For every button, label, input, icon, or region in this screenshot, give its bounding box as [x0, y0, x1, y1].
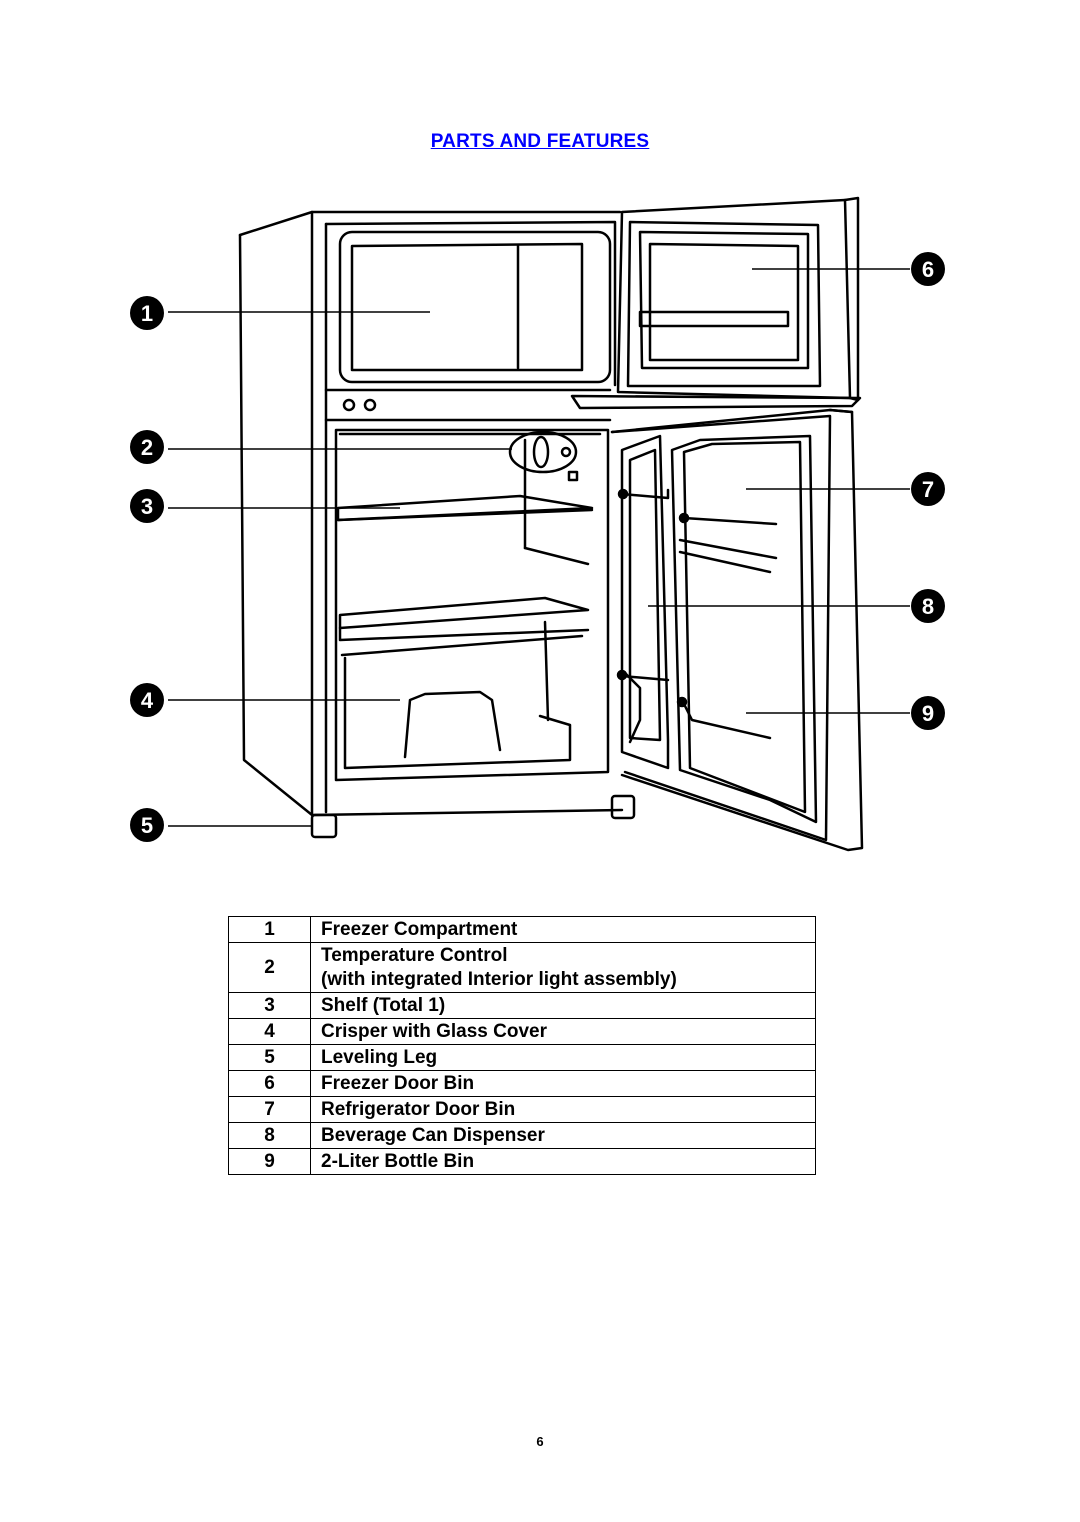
part-description: Freezer Compartment	[310, 916, 816, 943]
part-description: Temperature Control (with integrated Inte…	[310, 942, 816, 993]
part-description: 2-Liter Bottle Bin	[310, 1148, 816, 1175]
table-row: 3 Shelf (Total 1)	[228, 992, 816, 1019]
callout-number: 8	[922, 594, 934, 619]
part-number: 3	[228, 992, 311, 1019]
callout-7: 7	[911, 472, 945, 506]
callout-number: 3	[141, 494, 153, 519]
callout-number: 1	[141, 301, 153, 326]
part-description-line: 2-Liter Bottle Bin	[321, 1151, 475, 1172]
refrigerator-cabinet	[238, 210, 636, 839]
part-number: 1	[228, 916, 311, 943]
freezer-door	[570, 196, 862, 410]
part-number: 9	[228, 1148, 311, 1175]
leader-lines	[168, 268, 910, 827]
part-number: 6	[228, 1070, 311, 1097]
refrigerator-diagram: 1 2 3 4 5 6 7 8 9	[130, 196, 945, 852]
part-description: Freezer Door Bin	[310, 1070, 816, 1097]
part-description: Beverage Can Dispenser	[310, 1122, 816, 1149]
table-row: 8 Beverage Can Dispenser	[228, 1122, 816, 1149]
callout-number: 2	[141, 435, 153, 460]
part-description-line: Temperature Control	[321, 945, 508, 966]
part-description: Refrigerator Door Bin	[310, 1096, 816, 1123]
callout-2: 2	[130, 430, 164, 464]
part-description: Crisper with Glass Cover	[310, 1018, 816, 1045]
part-number: 2	[228, 942, 311, 993]
callout-1: 1	[130, 296, 164, 330]
callout-number: 4	[141, 688, 154, 713]
table-row: 7 Refrigerator Door Bin	[228, 1096, 816, 1123]
part-description-line: Leveling Leg	[321, 1047, 438, 1068]
part-description: Leveling Leg	[310, 1044, 816, 1071]
part-description-line: Refrigerator Door Bin	[321, 1099, 516, 1120]
table-row: 6 Freezer Door Bin	[228, 1070, 816, 1097]
part-number: 8	[228, 1122, 311, 1149]
refrigerator-door	[610, 408, 864, 852]
part-number: 4	[228, 1018, 311, 1045]
table-row: 4 Crisper with Glass Cover	[228, 1018, 816, 1045]
part-number: 7	[228, 1096, 311, 1123]
table-row: 2 Temperature Control (with integrated Int…	[228, 942, 816, 993]
part-description-line: (with integrated Interior light assembly…	[321, 969, 677, 990]
part-description-line: Shelf (Total 1)	[321, 995, 446, 1016]
callout-3: 3	[130, 489, 164, 523]
callout-number: 5	[141, 813, 153, 838]
table-row: 1 Freezer Compartment	[228, 916, 816, 943]
part-description-line: Beverage Can Dispenser	[321, 1125, 545, 1146]
table-row: 9 2-Liter Bottle Bin	[228, 1148, 816, 1175]
callout-number: 7	[922, 477, 934, 502]
part-number: 5	[228, 1044, 311, 1071]
part-description-line: Freezer Door Bin	[321, 1073, 475, 1094]
callout-number: 9	[922, 701, 934, 726]
callout-6: 6	[911, 252, 945, 286]
part-description-line: Freezer Compartment	[321, 919, 518, 940]
callout-5: 5	[130, 808, 164, 842]
callout-number: 6	[922, 257, 934, 282]
table-row: 5 Leveling Leg	[228, 1044, 816, 1071]
part-description-line: Crisper with Glass Cover	[321, 1021, 547, 1042]
callout-9: 9	[911, 696, 945, 730]
page-number: 6	[536, 1434, 544, 1449]
callout-4: 4	[130, 683, 164, 717]
page-title: PARTS AND FEATURES	[430, 131, 650, 152]
callout-8: 8	[911, 589, 945, 623]
part-description: Shelf (Total 1)	[310, 992, 816, 1019]
